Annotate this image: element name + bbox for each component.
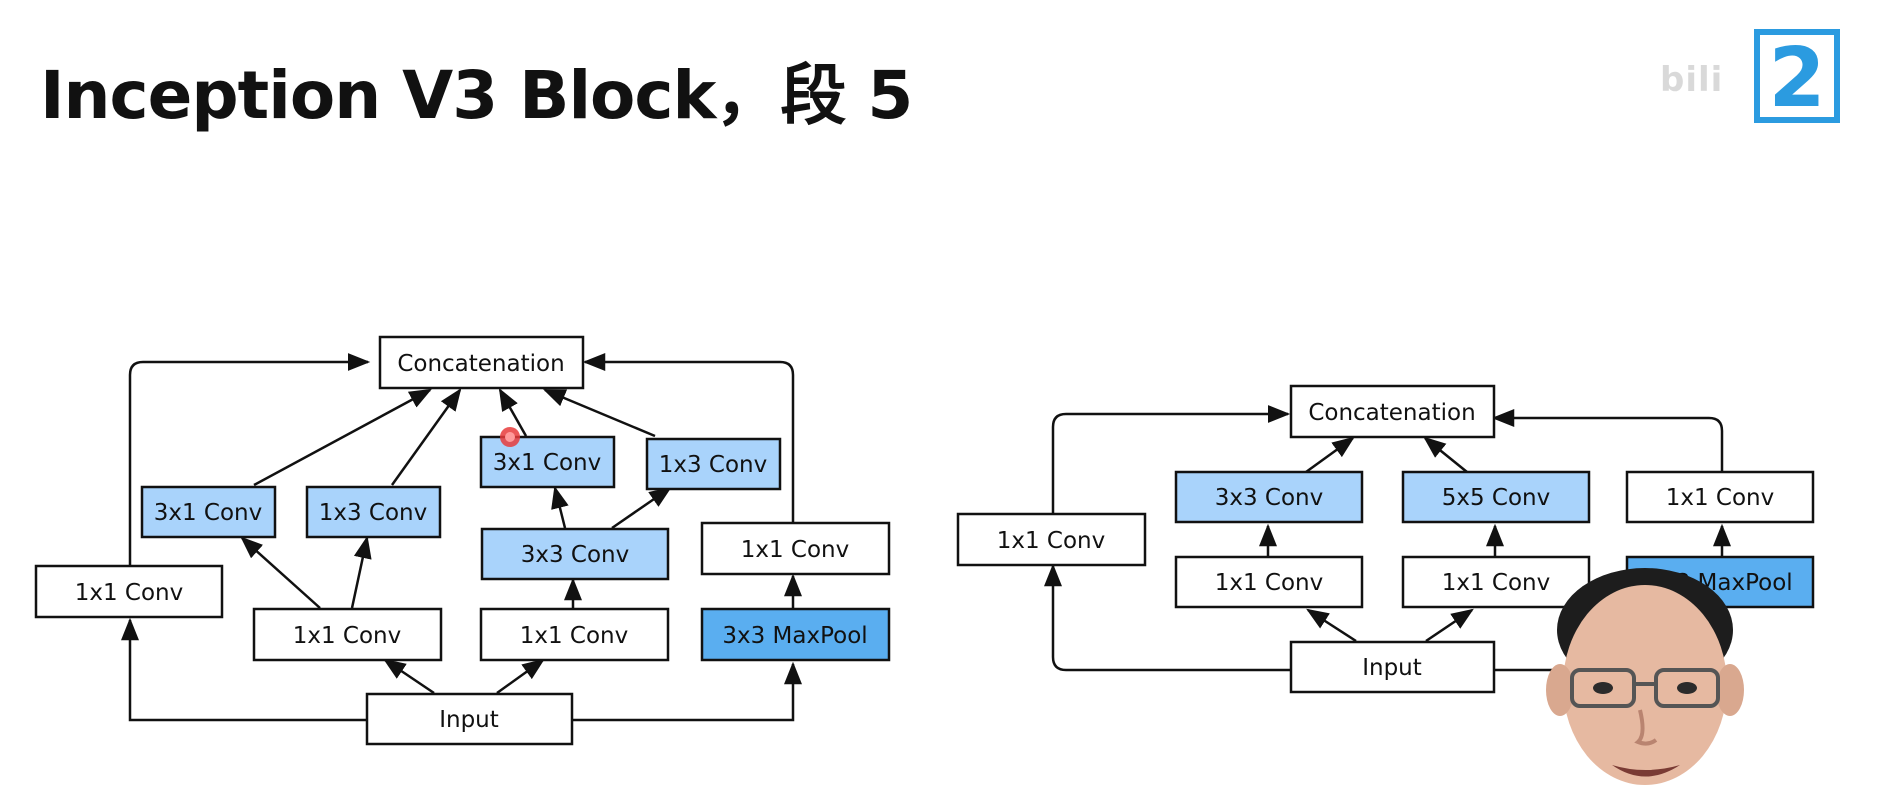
left-b4-conv1-label: 1x1 Conv <box>741 537 850 563</box>
right-input-box <box>1289 640 1496 694</box>
edge <box>1044 563 1291 672</box>
left-b4-maxpool-label: 3x3 MaxPool <box>722 623 867 649</box>
left-b4-maxpool-box <box>700 607 891 662</box>
edge <box>551 485 569 529</box>
right-b2-conv1-label: 1x1 Conv <box>1215 570 1324 596</box>
right-b1-conv1-label: 1x1 Conv <box>997 528 1106 554</box>
right-b4-conv1-label: 1x1 Conv <box>1666 485 1775 511</box>
left-b3-conv3x3-box <box>480 527 670 581</box>
right-boxes: Concatenation 1x1 Conv 3x3 Conv 1x1 Conv… <box>956 384 1815 694</box>
edge <box>611 486 672 530</box>
presenter-ear-right <box>1716 664 1744 716</box>
left-b2-conv1-box <box>252 607 443 662</box>
edge <box>498 388 528 437</box>
right-concatenation-box <box>1289 384 1496 439</box>
left-b3-conv1-box <box>479 607 670 662</box>
left-b2-conv1x3-box <box>305 485 442 539</box>
right-b2-conv3x3-label: 3x3 Conv <box>1215 485 1324 511</box>
left-b1-conv1-box <box>34 564 224 619</box>
left-input-label: Input <box>439 707 499 733</box>
laser-pointer-core <box>505 432 515 442</box>
edge <box>1423 436 1468 473</box>
left-b2-conv1-label: 1x1 Conv <box>293 623 402 649</box>
left-b3-conv1-label: 1x1 Conv <box>520 623 629 649</box>
edge <box>496 658 545 695</box>
right-b3-conv1-box <box>1401 555 1591 609</box>
left-b1-conv1-label: 1x1 Conv <box>75 580 184 606</box>
edge <box>542 388 656 438</box>
edge <box>390 388 462 486</box>
left-b2-conv1x3-label: 1x3 Conv <box>319 500 428 526</box>
glasses-icon <box>1570 668 1636 708</box>
left-b3-conv3x3-label: 3x3 Conv <box>521 542 630 568</box>
left-b3-conv3x1-label: 3x1 Conv <box>493 450 602 476</box>
left-input-box <box>365 692 574 746</box>
edge <box>1306 608 1357 643</box>
presenter-ear-left <box>1546 664 1574 716</box>
left-concatenation-box <box>378 335 585 390</box>
left-concatenation-label: Concatenation <box>397 351 564 377</box>
edge <box>128 353 371 565</box>
edge <box>582 353 795 522</box>
right-b3-conv5x5-label: 5x5 Conv <box>1442 485 1551 511</box>
edge <box>1305 436 1355 474</box>
edge <box>253 388 432 487</box>
edge <box>240 536 321 609</box>
right-b1-conv1-box <box>956 512 1147 567</box>
slide-title: Inception V3 Block，段 5 <box>40 57 913 134</box>
left-b2-conv3x1-label: 3x1 Conv <box>154 500 263 526</box>
right-b3-conv5x5-box <box>1401 470 1591 524</box>
left-b3-conv1x3-label: 1x3 Conv <box>659 452 768 478</box>
svg-text:2: 2 <box>1768 31 1825 124</box>
right-concatenation-label: Concatenation <box>1308 400 1475 426</box>
right-b2-conv3x3-box <box>1174 470 1364 524</box>
left-b2-conv3x1-box <box>140 485 277 539</box>
edge <box>350 535 372 609</box>
edge <box>121 617 367 722</box>
right-b2-conv1-box <box>1174 555 1364 609</box>
left-boxes: Concatenation 1x1 Conv 3x1 Conv 1x3 Conv… <box>34 335 891 746</box>
edge <box>1051 405 1291 513</box>
presenter-video-overlay <box>1546 568 1744 785</box>
left-b3-conv1x3-box <box>645 437 782 491</box>
left-b3-conv3x1-box <box>479 435 616 489</box>
right-b3-conv1-label: 1x1 Conv <box>1442 570 1551 596</box>
video-watermark: bili <box>1660 60 1724 100</box>
right-input-label: Input <box>1362 655 1422 681</box>
left-diagram <box>121 353 802 722</box>
left-b4-conv1-box <box>700 521 891 576</box>
right-b4-conv1-box <box>1625 470 1815 524</box>
presenter-mouth <box>1612 765 1680 777</box>
edge <box>570 661 802 722</box>
edge <box>1425 608 1474 643</box>
edge <box>383 658 435 695</box>
edge <box>1491 409 1724 472</box>
channel-logo-icon: 2 <box>1754 29 1840 124</box>
